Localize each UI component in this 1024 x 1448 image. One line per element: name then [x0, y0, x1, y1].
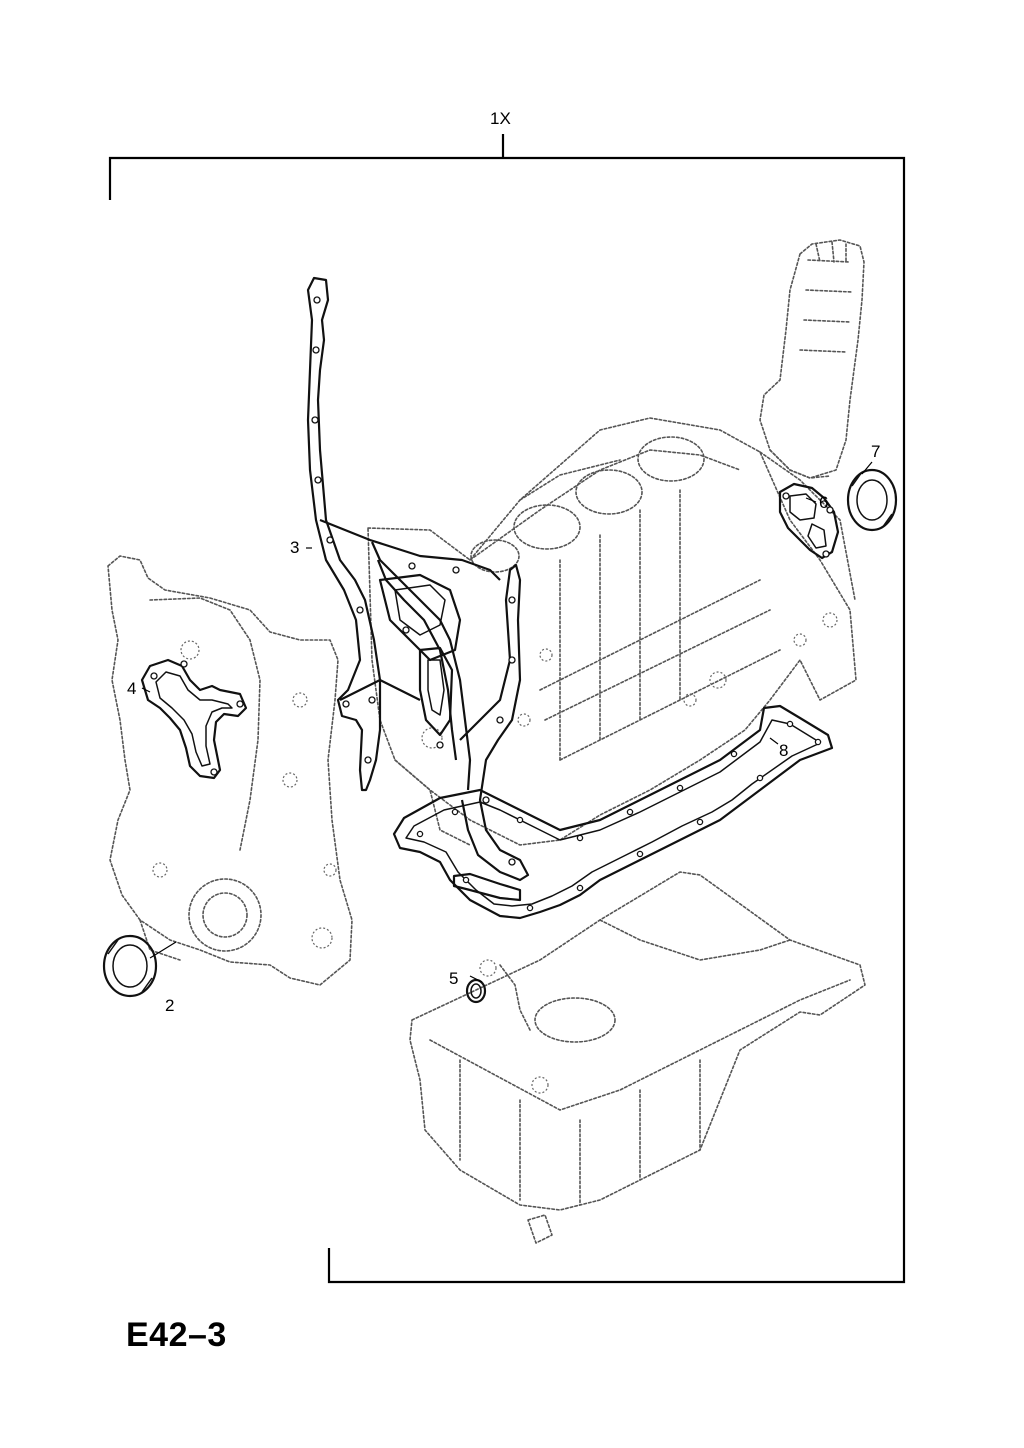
timing-cover-ghost: [107, 555, 353, 986]
callout-5: 5: [449, 969, 458, 988]
item-8-oil-pan-gasket: [392, 704, 834, 920]
oil-pan-ghost: [409, 871, 866, 1244]
callout-labels: 1X 2 3 4 5 6 7 8: [127, 109, 880, 1015]
item-4-water-pump-gasket: [140, 658, 248, 780]
callout-7: 7: [871, 442, 880, 461]
callout-2: 2: [165, 996, 174, 1015]
callout-8: 8: [779, 741, 788, 760]
engine-block-ghost: [367, 417, 857, 846]
oil-filter-housing-ghost: [759, 239, 865, 479]
page-code: E42–3: [126, 1316, 227, 1354]
callout-6: 6: [819, 493, 828, 512]
item-2-crankshaft-seal: [102, 934, 158, 998]
item-6-filter-housing-gasket: [778, 482, 840, 560]
item-7-seal-ring: [846, 468, 898, 532]
kit-bracket: [108, 134, 906, 1284]
item-5-o-ring: [465, 978, 487, 1004]
callout-4: 4: [127, 679, 136, 698]
item-3-timing-cover-gasket: [306, 276, 530, 882]
callout-kit: 1X: [490, 109, 511, 128]
leader-lines: [141, 461, 873, 983]
callout-3: 3: [290, 538, 299, 557]
